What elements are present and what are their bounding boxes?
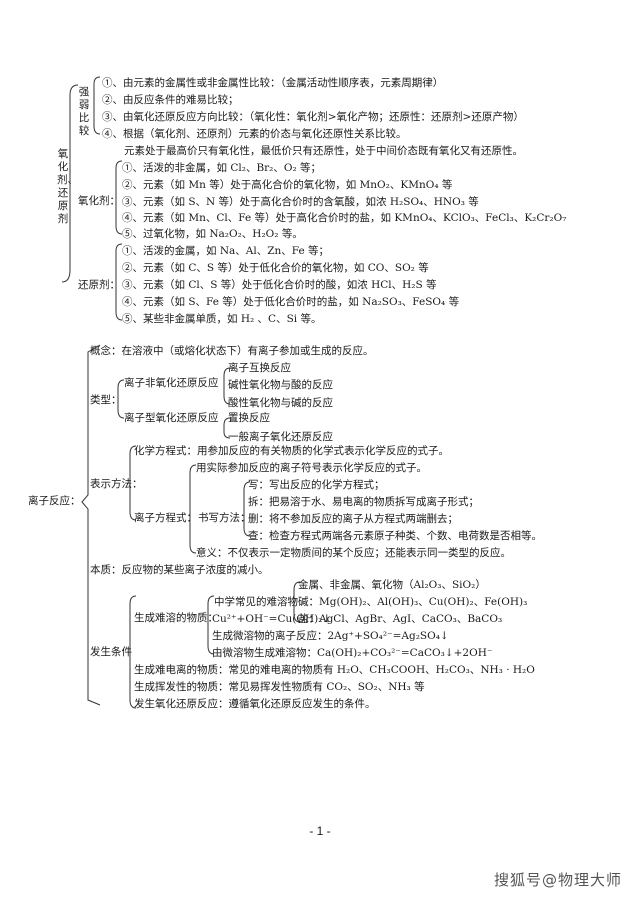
ionic-eq-label: 离子方程式： (134, 512, 197, 524)
oxidant-item-2: ②、元素（如 Mn 等）处于高化合价的氧化物，如 MnO₂、KMnO₄ 等 (122, 179, 453, 191)
ionic-eq-def: 用实际参加反应的离子符号表示化学反应的式子。 (196, 462, 427, 474)
meaning-line: 意义：不仅表示一定物质间的某个反应；还能表示同一类型的反应。 (196, 547, 511, 559)
non-redox-item-1: 离子互换反应 (228, 362, 291, 374)
outer-redox-bracket (61, 84, 79, 283)
strength-item-3: ③、由氧化还原反应方向比较：（氧化性：氧化剂>氧化产物；还原性：还原剂>还原产物… (102, 111, 524, 123)
strength-item-4: ④、根据（氧化剂、还原剂）元素的价态与氧化还原性关系比较。 (102, 128, 407, 140)
oxidant-bracket (115, 160, 123, 235)
insoluble-bracket (207, 595, 215, 655)
oxidant-item-1: ①、活泼的非金属，如 Cl₂、Br₂、O₂ 等； (122, 162, 322, 174)
reductant-item-2: ②、元素（如 C、S 等）处于低化合价的氧化物，如 CO、SO₂ 等 (122, 262, 429, 274)
strength-note: 元素处于最高价只有氧化性，最低价只有还原性，处于中间价态既有氧化又有还原性。 (124, 145, 523, 157)
redox-type-item-2: 一般离子氧化还原反应 (228, 431, 333, 443)
notation-bracket (129, 445, 137, 521)
oxidant-label: 氧化剂： (78, 195, 120, 207)
strength-label: 强弱比较 (78, 86, 90, 137)
concept-line: 概念：在溶液中（或熔化状态下）有离子参加或生成的反应。 (90, 345, 374, 357)
insoluble-eq-1: Cu²⁺+OH⁻=Cu(OH)₂↓ (212, 613, 332, 625)
common-insoluble-label: 中学常见的难溶物 (214, 596, 298, 608)
types-bracket (117, 379, 125, 419)
ionic-outer-bracket (81, 344, 101, 706)
weak-electrolyte-line: 生成难电离的物质：常见的难电离的物质有 H₂O、CH₃COOH、H₂CO₃、NH… (134, 664, 535, 676)
chem-eq-line: 化学方程式：用参加反应的有关物质的化学式表示化学反应的式子。 (134, 445, 449, 457)
reductant-item-3: ③、元素（如 Cl、S 等）处于低化合价时的酸，如浓 HCl、H₂S 等 (122, 279, 437, 291)
non-redox-label: 离子非氧化还原反应 (124, 377, 219, 389)
reductant-bracket (115, 243, 123, 321)
non-redox-bracket (223, 367, 231, 405)
redox-condition-line: 发生氧化还原反应：遵循氧化还原反应发生的条件。 (134, 698, 376, 710)
common-insoluble-bracket (293, 581, 301, 623)
reductant-item-5: ⑤、某些非金属单质，如 H₂ 、C、Si 等。 (122, 313, 322, 325)
non-redox-item-3: 酸性氧化物与碱的反应 (228, 397, 333, 409)
ionic-title: 离子反应： (28, 495, 81, 507)
strength-item-1: ①、由元素的金属性或非金属性比较：（金属活动性顺序表，元素周期律） (102, 77, 444, 89)
step-split: 拆：把易溶于水、易电离的物质拆写成离子形式； (248, 496, 479, 508)
reductant-label: 还原剂： (78, 279, 120, 291)
common-insoluble-2: 碱：Mg(OH)₂、Al(OH)₃、Cu(OH)₂、Fe(OH)₃ (298, 596, 528, 608)
conditions-bracket (129, 595, 137, 709)
insoluble-eq-2: 生成微溶物的离子反应：2Ag⁺+SO₄²⁻=Ag₂SO₄↓ (212, 630, 449, 642)
common-insoluble-3: 盐：AgCl、AgBr、AgI、CaCO₃、BaCO₃ (298, 613, 503, 625)
watermark: 搜狐号@物理大师 (493, 871, 622, 889)
oxidant-item-5: ⑤、过氧化物，如 Na₂O₂、H₂O₂ 等。 (122, 228, 303, 240)
steps-label: 书写方法： (198, 512, 251, 524)
essence-line: 本质：反应物的某些离子浓度的减小。 (90, 564, 269, 576)
notation-label: 表示方法： (90, 478, 143, 490)
insoluble-label: 生成难溶的物质： (134, 612, 218, 624)
step-write: 写：写出反应的化学方程式； (248, 479, 385, 491)
redox-type-bracket (223, 417, 231, 439)
step-delete: 删：将不参加反应的离子从方程式两端删去； (248, 513, 458, 525)
strength-item-2: ②、由反应条件的难易比较； (102, 94, 239, 106)
steps-bracket (243, 481, 251, 537)
redox-type-item-1: 置换反应 (228, 412, 270, 424)
redox-title: 氧化剂、还原剂 (57, 148, 78, 225)
redox-type-label: 离子型氧化还原反应 (124, 412, 219, 424)
common-insoluble-1: 金属、非金属、氧化物（Al₂O₃、SiO₂） (298, 579, 486, 591)
strength-bracket (93, 76, 101, 135)
reductant-item-1: ①、活泼的金属，如 Na、Al、Zn、Fe 等； (122, 245, 330, 257)
conditions-label: 发生条件 (90, 646, 132, 658)
oxidant-item-3: ③、元素（如 S、N 等）处于高化合价时的含氧酸，如浓 H₂SO₄、HNO₃ 等 (122, 196, 479, 208)
ionic-eq-bracket (189, 464, 197, 554)
page-number: - 1 - (309, 824, 331, 838)
reductant-item-4: ④、元素（如 S、Fe 等）处于低化合价时的盐，如 Na₂SO₃、FeSO₄ 等 (122, 296, 460, 308)
insoluble-eq-3: 由微溶物生成难溶物：Ca(OH)₂+CO₃²⁻=CaCO₃↓+2OH⁻ (212, 647, 493, 659)
step-check: 查：检查方程式两端各元素原子种类、个数、电荷数是否相等。 (248, 530, 542, 542)
types-label: 类型： (90, 394, 122, 406)
oxidant-item-4: ④、元素（如 Mn、Cl、Fe 等）处于高化合价时的盐，如 KMnO₄、KClO… (122, 212, 567, 224)
volatile-line: 生成挥发性的物质：常见易挥发性物质有 CO₂、SO₂、NH₃ 等 (134, 681, 425, 693)
non-redox-item-2: 碱性氧化物与酸的反应 (228, 379, 333, 391)
